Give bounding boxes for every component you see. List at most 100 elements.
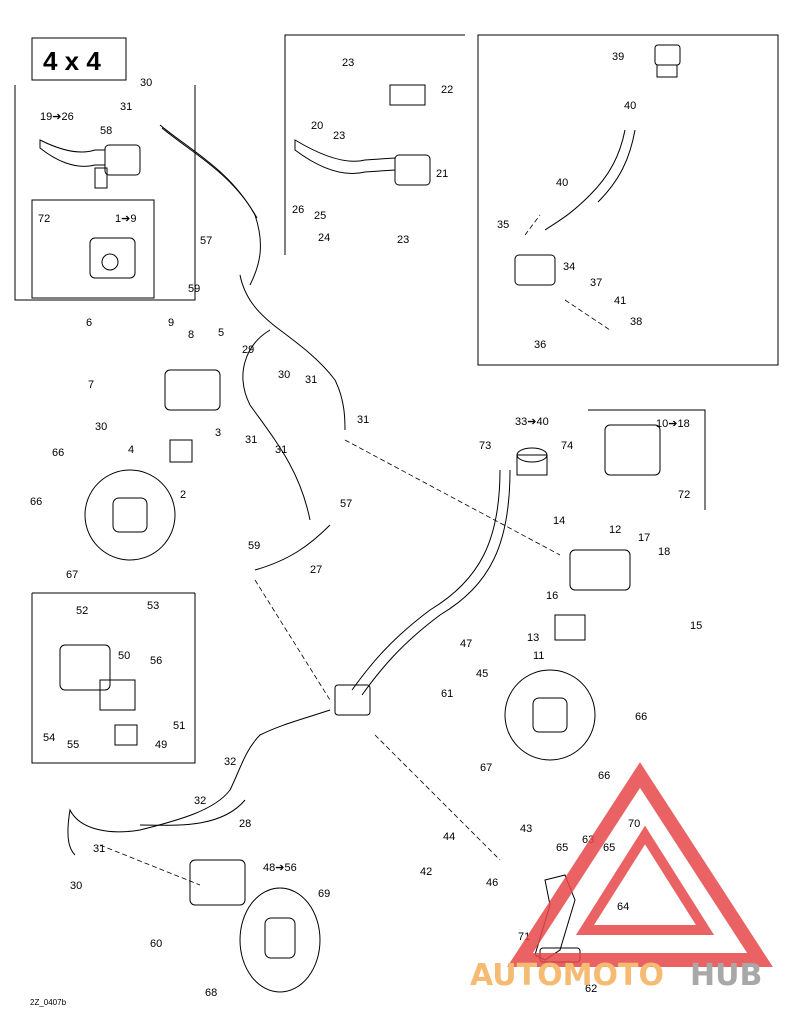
reservoir-inset-frame [477,34,779,366]
brake-lever-left [39,139,106,167]
callout-44: 44 [443,831,455,843]
callout-65-b: 65 [603,842,615,854]
callout-11: 11 [533,650,544,662]
callout-66-c: 66 [635,711,647,723]
callout-22: 22 [441,84,453,96]
callout-23-bot: 23 [397,234,409,246]
inset-brake-pad [114,724,138,746]
callout-30-left: 30 [95,421,107,433]
lever-master-cylinder [394,154,431,186]
watermark-triangle-outer [507,762,773,967]
front-left-disc [84,469,176,561]
callout-14: 14 [553,515,565,527]
callout-9: 9 [168,317,174,329]
rear-caliper-inset [604,424,661,476]
watermark-text-1: AUTOMOTO [470,958,664,993]
callout-25: 25 [314,210,326,222]
callout-16: 16 [546,590,558,602]
callout-10-18: 10➔18 [656,418,690,430]
callout-72: 72 [38,213,50,225]
callout-12: 12 [609,524,621,536]
caliper-inset-frame [31,199,155,299]
callout-45: 45 [476,668,488,680]
front-left-caliper [164,369,221,411]
callout-52: 52 [76,605,88,617]
callout-68: 68 [205,987,217,999]
callout-59-top: 59 [188,283,200,295]
callout-17: 17 [638,532,650,544]
callout-62: 62 [585,983,597,995]
callout-67-left: 67 [66,569,78,581]
callout-30-rear: 30 [70,880,82,892]
callout-56: 56 [150,655,162,667]
brake-valve [334,684,371,716]
callout-29: 29 [242,344,254,356]
callout-1-9: 1➔9 [115,213,136,225]
callout-48-56: 48➔56 [263,862,297,874]
callout-23-top: 23 [342,57,354,69]
callout-13: 13 [527,632,539,644]
callout-50: 50 [118,650,130,662]
callout-4: 4 [128,444,134,456]
brake-pad-right [554,614,586,641]
reservoir-feed-hose [544,129,626,231]
callout-64: 64 [617,901,629,913]
callout-39: 39 [612,51,624,63]
callout-73: 73 [479,440,491,452]
callout-27: 27 [310,564,322,576]
callout-23-mid: 23 [333,130,345,142]
callout-59-mid: 59 [248,540,260,552]
callout-32-mid: 32 [194,795,206,807]
watermark-triangle-inner [575,825,715,935]
rear-brake-line [67,709,331,856]
master-cylinder-frame [14,85,196,301]
reservoir-cap [654,44,681,66]
parts [39,44,681,993]
callout-31-low: 31 [245,434,257,446]
front-left-hose [242,329,311,521]
callout-34: 34 [563,261,575,273]
rear-disc [239,887,321,993]
callout-40-mid: 40 [556,177,568,189]
callout-57-mid: 57 [340,498,352,510]
reservoir-cover [389,84,426,106]
callout-30: 30 [140,77,152,89]
callout-49: 49 [155,739,167,751]
callout-55: 55 [67,739,79,751]
callout-51: 51 [173,720,185,732]
front-caliper-inset-frame [31,593,196,764]
dashed-leaders [99,214,611,886]
front-right-caliper [569,549,631,591]
callout-72-right: 72 [678,489,690,501]
callout-8: 8 [188,329,194,341]
callout-43: 43 [520,823,532,835]
callout-21: 21 [436,168,448,180]
callout-53: 53 [147,600,159,612]
callout-42: 42 [420,866,432,878]
brake-lever-right [294,139,396,174]
lever-inset-frame [284,34,465,255]
page-title: 4 x 4 [43,46,101,76]
front-right-hose [239,274,346,431]
drawing-code: 2Z_0407b [30,998,67,1007]
callout-24: 24 [318,232,330,244]
brake-pad-left [169,439,193,463]
callout-66-b: 66 [30,496,42,508]
callout-41: 41 [614,295,626,307]
callout-28: 28 [239,818,251,830]
callout-74: 74 [561,440,573,452]
rear-caliper [189,859,246,906]
callout-65-a: 65 [556,842,568,854]
watermark-text-2: HUB [690,958,762,993]
front-right-disc [504,669,596,761]
callout-31-low2: 31 [275,444,287,456]
callout-37: 37 [590,277,602,289]
rear-caliper-inset-frame [588,409,706,510]
reservoir-hose [351,469,501,691]
callout-32-top: 32 [224,756,236,768]
frames [14,34,779,764]
watermark: AUTOMOTO HUB [470,762,773,993]
callout-31-rear: 31 [93,843,105,855]
callout-67-right: 67 [480,762,492,774]
